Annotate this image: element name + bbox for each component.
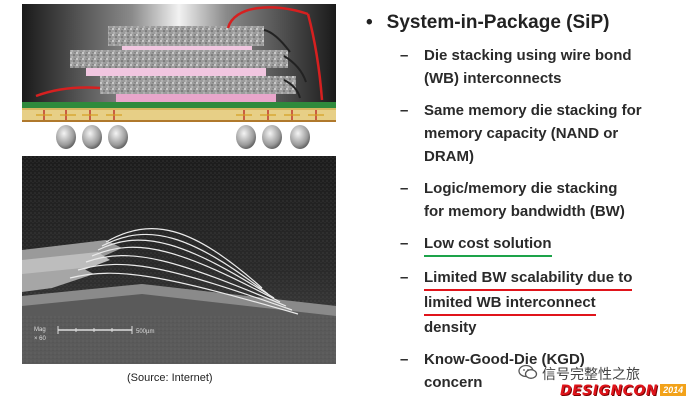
sub-bullet: – Know-Good-Die (KGD) concern [400,348,688,394]
sub-bullet-line: memory capacity (NAND or [424,125,619,142]
wire-bond [35,86,101,98]
sub-bullet-line: (WB) interconnects [424,70,562,87]
wire-bond [226,6,309,29]
wire-bond [283,79,301,99]
sub-bullet-line: density [424,319,477,336]
red-underlined-text: limited WB interconnect [424,293,596,316]
die-bottom [100,76,296,94]
green-underlined-text: Low cost solution [424,234,552,257]
dash-icon: – [400,102,409,119]
spacer-middle [86,68,266,76]
sub-bullet: – Low cost solution [400,232,688,257]
sub-bullet-line: Logic/memory die stacking [424,180,618,197]
substrate-top [22,102,336,108]
bullet-dot-icon: • [366,12,373,33]
dash-icon: – [400,47,409,64]
sub-bullet: – Logic/memory die stacking for memory b… [400,177,688,223]
dash-icon: – [400,180,409,197]
sem-micrograph: 500µm Mag × 60 [22,156,336,364]
sem-mag-value: × 60 [34,336,47,342]
red-underlined-text: Limited BW scalability due to [424,268,633,291]
dash-icon: – [400,235,409,252]
sub-bullet: – Limited BW scalability due to limited … [400,266,688,339]
dash-icon: – [400,351,409,368]
solder-balls [56,125,310,149]
sub-bullet-line: concern [424,374,483,391]
wire-bond [263,29,291,53]
logo-year: 2014 [660,384,687,396]
logo-brand: DESIGNCON [560,383,659,399]
sub-bullet-list: – Die stacking using wire bond (WB) inte… [400,44,688,403]
source-caption: (Source: Internet) [127,372,213,384]
sem-mag-label: Mag [34,327,46,333]
dash-icon: – [400,269,409,286]
main-bullet-text: System-in-Package (SiP) [386,12,610,33]
sub-bullet-line: for memory bandwidth (BW) [424,203,625,220]
sub-bullet-line: Know-Good-Die (KGD) [424,351,585,368]
sem-scale-label: 500µm [136,329,154,335]
die-top [108,26,264,46]
sip-package-diagram [22,4,336,149]
sub-bullet-line: Same memory die stacking for [424,102,642,119]
wechat-icon [518,364,538,379]
sub-bullet-line: Die stacking using wire bond [424,47,632,64]
spacer-bottom [116,94,276,102]
wire-bond [306,13,324,101]
sub-bullet-line: DRAM) [424,148,474,165]
main-bullet: • System-in-Package (SiP) [366,12,609,34]
substrate [22,108,336,122]
spacer-top [122,46,252,53]
die-middle [70,50,288,68]
watermark-text: 信号完整性之旅 [542,366,640,382]
sub-bullet: – Same memory die stacking for memory ca… [400,99,688,168]
sub-bullet: – Die stacking using wire bond (WB) inte… [400,44,688,90]
wire-bond [283,55,307,83]
